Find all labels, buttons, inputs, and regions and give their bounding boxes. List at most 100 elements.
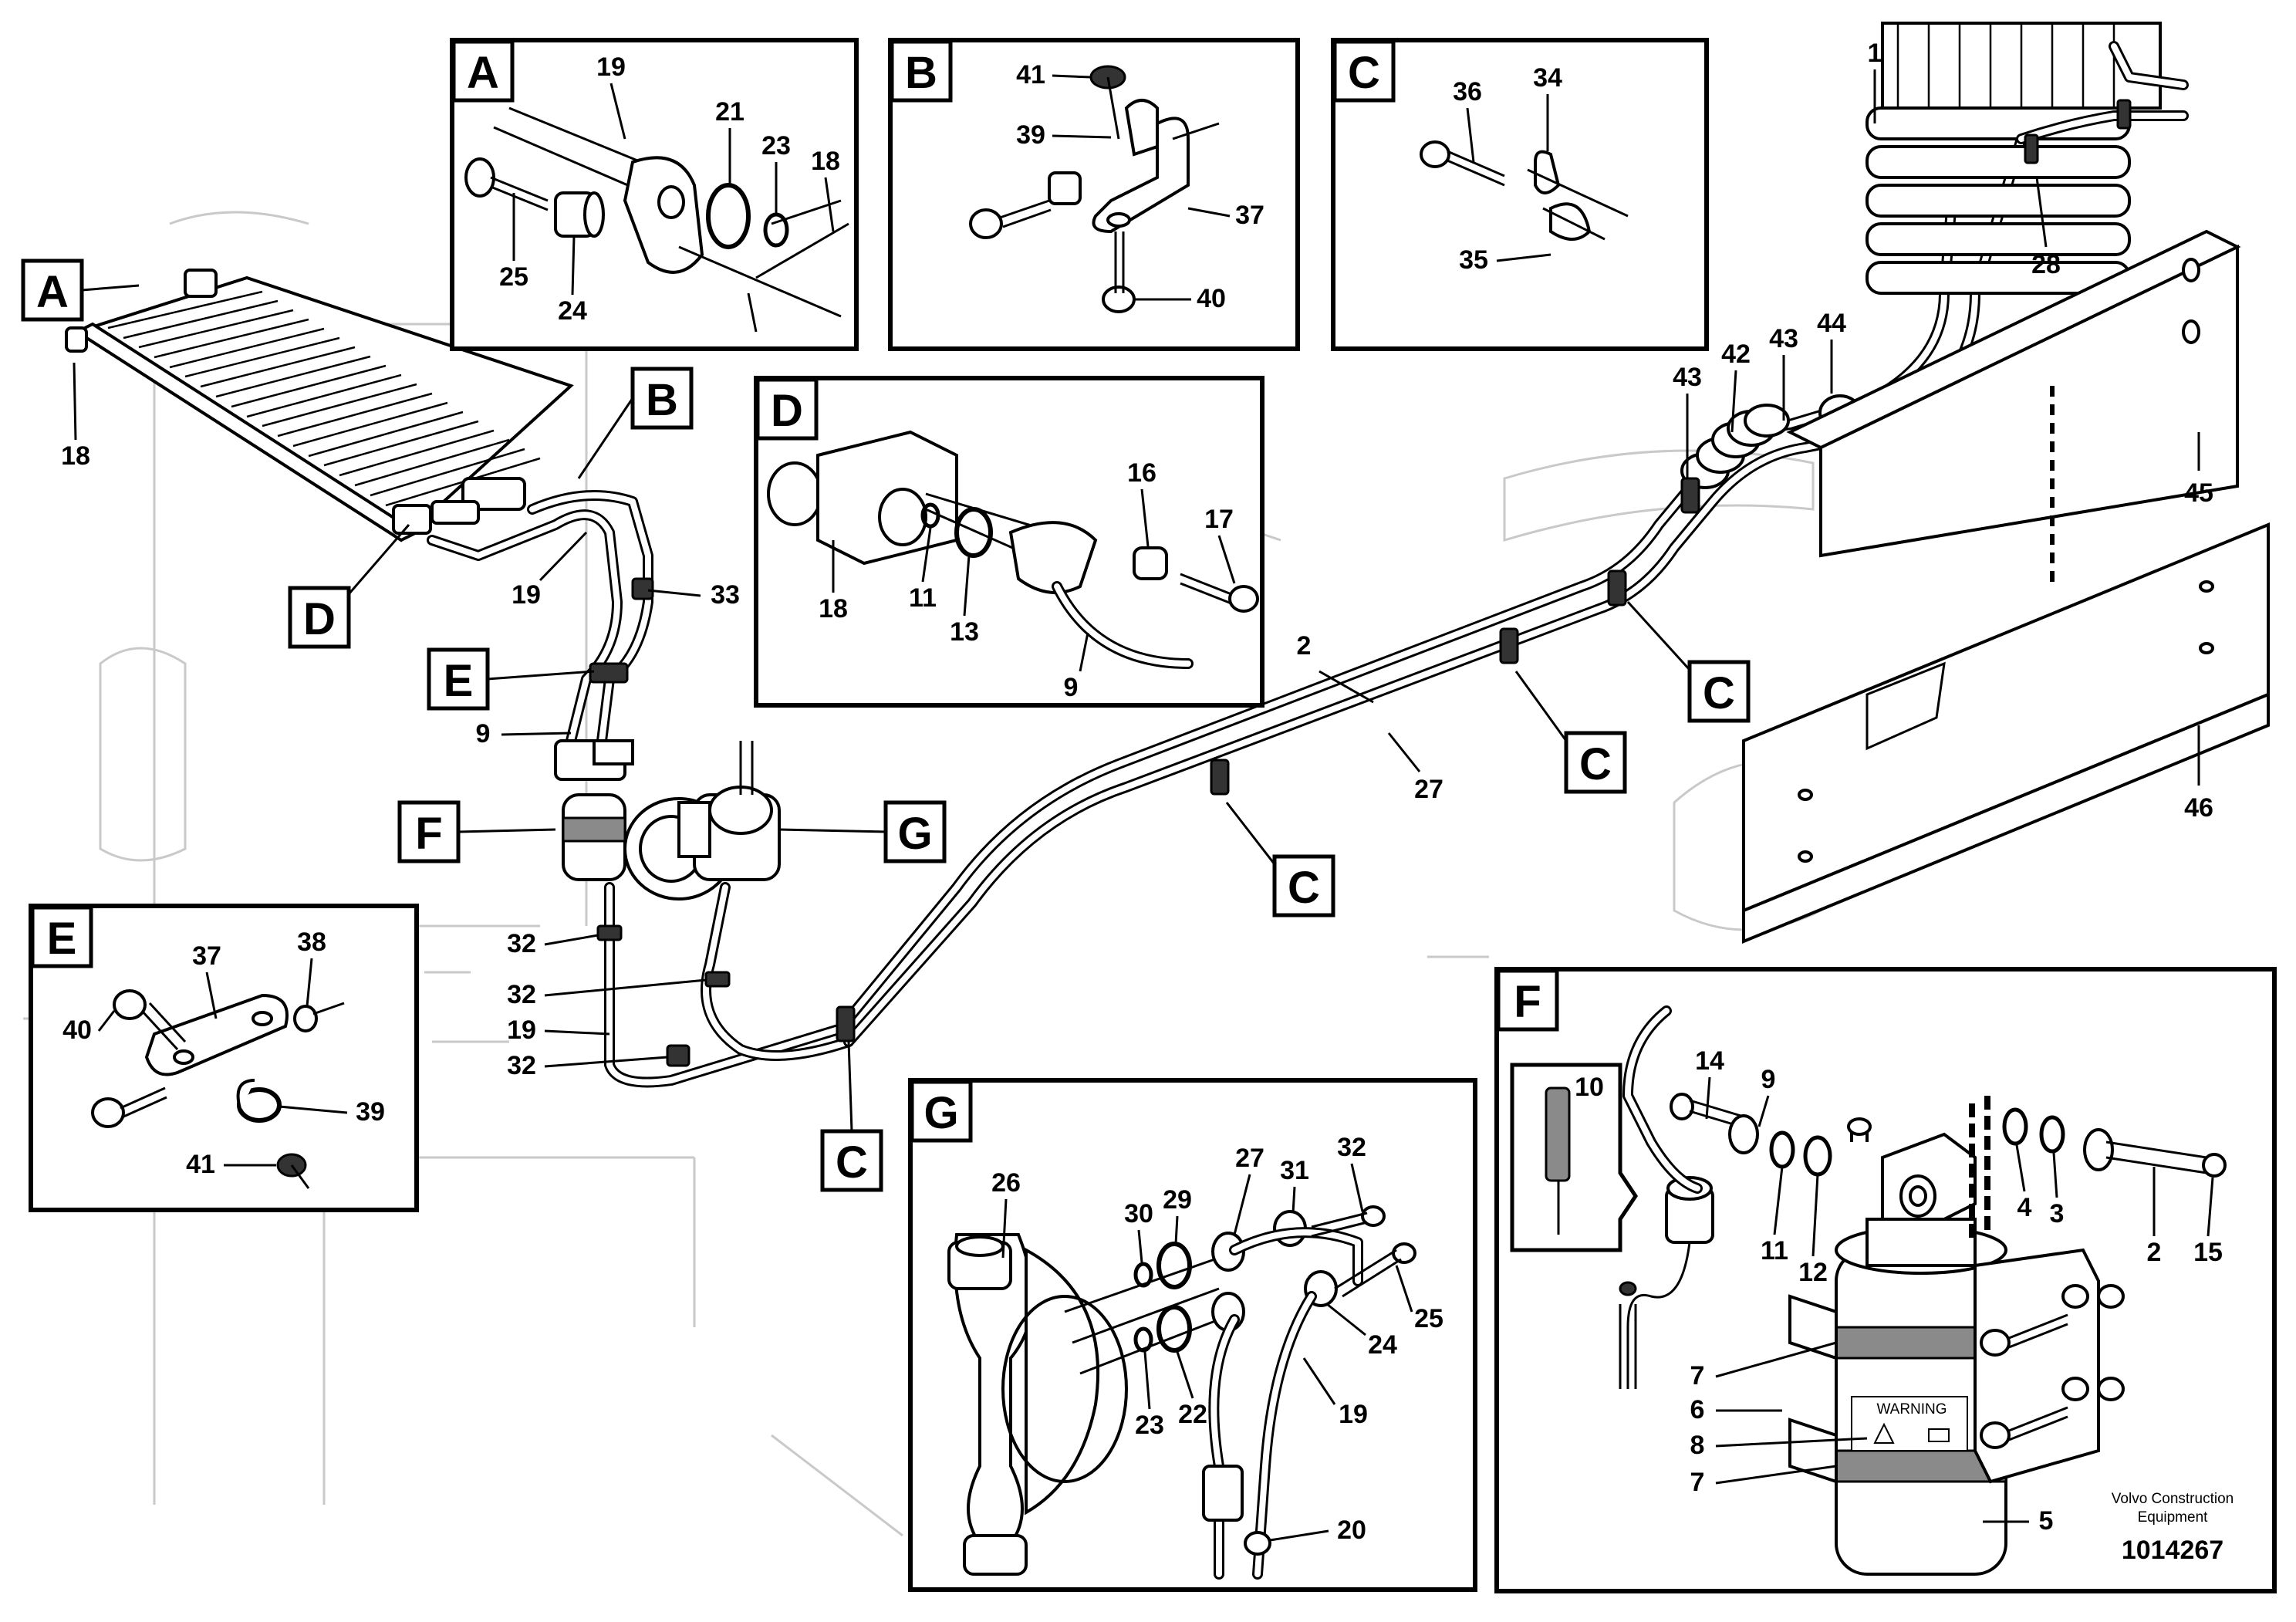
part-label-18-d: 18 <box>819 594 848 623</box>
part-label-7-a: 7 <box>1690 1361 1705 1391</box>
part-label-31: 31 <box>1280 1156 1309 1185</box>
part-label-23-a: 23 <box>761 131 791 161</box>
compressor-main <box>623 741 781 901</box>
part-label-37-e: 37 <box>192 941 221 971</box>
part-label-7-b: 7 <box>1690 1468 1705 1497</box>
svg-text:F: F <box>415 809 442 859</box>
part-label-30: 30 <box>1124 1199 1153 1228</box>
part-label-25-g: 25 <box>1414 1304 1443 1333</box>
part-label-40-b: 40 <box>1197 284 1226 313</box>
callout-tag-a: A <box>21 259 140 322</box>
part-label-35: 35 <box>1459 245 1488 275</box>
part-label-46: 46 <box>2184 793 2213 823</box>
receiver-drier-main <box>554 739 634 881</box>
svg-text:F: F <box>1514 977 1541 1027</box>
main-part-labels: 18 19 33 9 32 32 19 32 2 27 43 42 43 44 … <box>61 39 2213 1080</box>
part-label-19-b: 19 <box>507 1015 536 1045</box>
inset-d: D 18 11 13 16 17 9 <box>754 376 1264 708</box>
part-label-2: 2 <box>1297 631 1312 661</box>
callout-tag-c-1: C <box>820 1041 883 1192</box>
part-label-33: 33 <box>711 580 740 610</box>
svg-text:E: E <box>47 914 77 964</box>
part-label-37-b: 37 <box>1235 201 1264 230</box>
svg-text:C: C <box>1288 863 1320 913</box>
part-label-42: 42 <box>1721 340 1751 369</box>
part-label-8: 8 <box>1690 1431 1705 1460</box>
part-label-41-e: 41 <box>186 1150 215 1179</box>
part-label-32-g: 32 <box>1337 1133 1366 1162</box>
part-label-18: 18 <box>61 441 90 471</box>
inset-g: G 26 30 29 27 <box>908 1078 1477 1592</box>
part-label-34: 34 <box>1533 63 1562 93</box>
part-label-45: 45 <box>2184 478 2213 508</box>
callout-tag-d: D <box>288 524 410 649</box>
part-label-26: 26 <box>991 1168 1021 1198</box>
svg-text:D: D <box>303 594 336 644</box>
part-label-17: 17 <box>1204 505 1234 534</box>
part-label-4: 4 <box>2017 1193 2032 1222</box>
panel-45 <box>1786 229 2241 558</box>
part-label-18-a: 18 <box>811 147 840 176</box>
part-label-32-b: 32 <box>507 980 536 1009</box>
brand-line-1: Volvo Construction <box>2112 1491 2234 1507</box>
part-label-24-a: 24 <box>558 296 587 326</box>
callout-tag-g: G <box>778 800 947 863</box>
condenser <box>65 269 574 542</box>
part-label-19: 19 <box>512 580 541 610</box>
part-label-9-d: 9 <box>1064 673 1079 702</box>
svg-text:G: G <box>923 1088 958 1138</box>
part-label-25-a: 25 <box>499 262 528 292</box>
part-label-28: 28 <box>2031 250 2061 279</box>
part-label-43-a: 43 <box>1673 363 1702 392</box>
part-label-29: 29 <box>1163 1185 1192 1215</box>
svg-text:B: B <box>905 48 937 98</box>
part-label-27-g: 27 <box>1235 1144 1264 1173</box>
document-number: 1014267 <box>2122 1536 2223 1565</box>
warning-label: WARNING <box>1876 1401 1947 1418</box>
part-label-32-c: 32 <box>507 1051 536 1080</box>
svg-text:E: E <box>444 656 474 706</box>
part-label-6: 6 <box>1690 1395 1705 1424</box>
callout-tag-c-2: C <box>1225 802 1335 917</box>
part-label-2-f: 2 <box>2147 1238 2162 1267</box>
part-label-5: 5 <box>2039 1506 2054 1536</box>
brand-line-2: Equipment <box>2138 1509 2209 1526</box>
svg-text:B: B <box>646 375 678 425</box>
part-label-1: 1 <box>1868 39 1882 68</box>
part-label-11-d: 11 <box>909 583 937 613</box>
part-label-40-e: 40 <box>62 1015 92 1045</box>
inset-c: C 36 34 35 <box>1331 38 1709 351</box>
part-label-11-f: 11 <box>1761 1236 1788 1265</box>
part-label-22: 22 <box>1178 1400 1207 1429</box>
part-label-21: 21 <box>715 97 745 127</box>
part-label-10: 10 <box>1575 1073 1604 1102</box>
part-label-32-a: 32 <box>507 929 536 958</box>
part-label-36: 36 <box>1453 77 1482 106</box>
callout-tag-b: B <box>577 367 694 479</box>
part-label-23-g: 23 <box>1135 1411 1164 1440</box>
part-label-24-g: 24 <box>1368 1330 1397 1360</box>
panel-46 <box>1742 386 2270 944</box>
evaporator <box>1866 22 2189 295</box>
part-label-44: 44 <box>1817 309 1846 338</box>
svg-text:D: D <box>771 386 803 436</box>
part-label-41-b: 41 <box>1016 60 1045 90</box>
part-label-39-b: 39 <box>1016 120 1045 150</box>
part-label-27: 27 <box>1414 775 1443 804</box>
part-label-9: 9 <box>476 719 491 748</box>
inset-b: B 41 39 37 40 <box>888 38 1300 351</box>
part-label-20: 20 <box>1337 1516 1366 1545</box>
inset-f: F WARNING <box>1494 967 2277 1593</box>
part-label-16: 16 <box>1127 458 1156 488</box>
part-label-43-b: 43 <box>1769 324 1798 353</box>
part-label-12: 12 <box>1798 1258 1828 1287</box>
callout-tag-e: E <box>427 647 595 711</box>
part-label-39-e: 39 <box>356 1097 385 1127</box>
svg-text:C: C <box>1348 48 1380 98</box>
callout-tag-f: F <box>397 800 556 863</box>
svg-text:C: C <box>1703 668 1735 718</box>
svg-text:A: A <box>467 48 499 98</box>
svg-text:A: A <box>36 267 69 317</box>
part-label-19-a: 19 <box>596 52 626 82</box>
